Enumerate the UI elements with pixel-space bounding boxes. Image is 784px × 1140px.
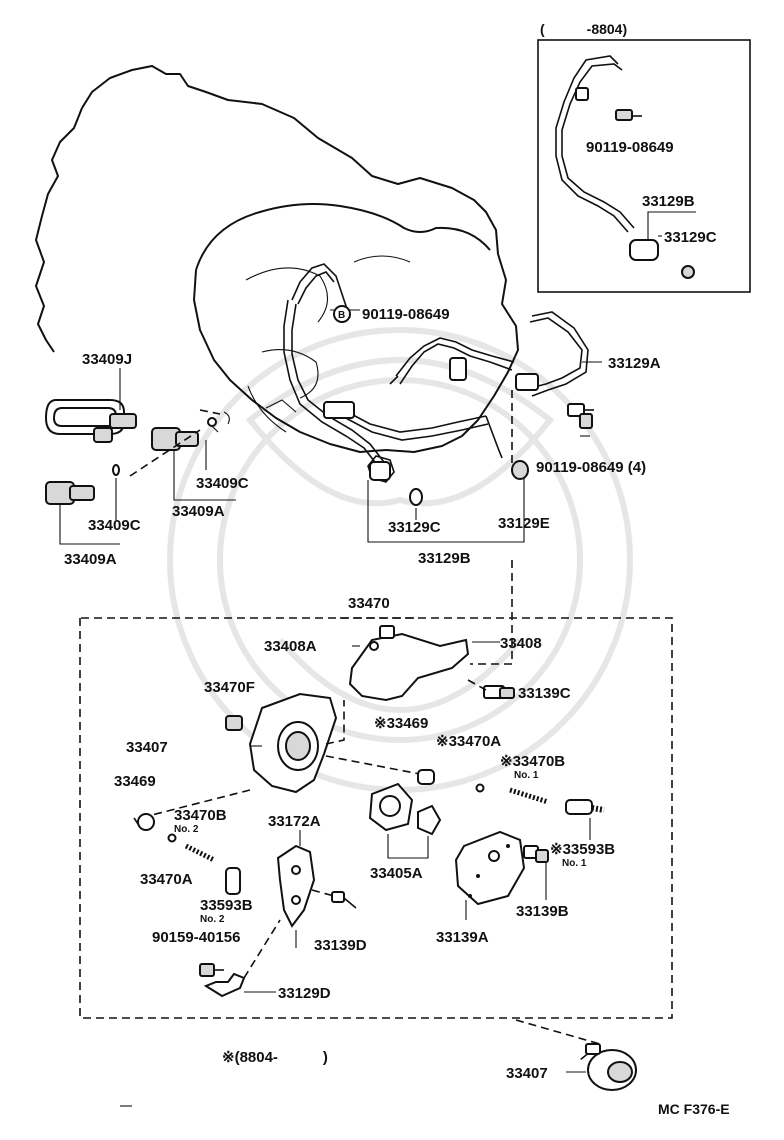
label-pump-body: 33407 — [126, 739, 168, 756]
label-bolt-c: 33139C — [518, 685, 571, 702]
cooler-tubes — [283, 263, 589, 483]
label-union-c-lower: 33409C — [88, 517, 141, 534]
part-labels: ( -8804) 90119-08649 33129B 33129C B 901… — [64, 21, 730, 1117]
label-grommet-e: 33129E — [498, 515, 550, 532]
label-range-note: ※(8804- ) — [222, 1049, 328, 1066]
label-union-a-upper: 33409A — [172, 503, 225, 520]
label-hose-j: 33409J — [82, 351, 132, 368]
label-no1-a: No. 1 — [514, 770, 539, 781]
label-seal-note: ※33469 — [374, 715, 428, 732]
b-marker-circle — [333, 305, 351, 323]
label-drive-gear: 33407 — [506, 1065, 548, 1082]
label-cooler-assy: 33470 — [348, 595, 390, 612]
label-bolt-d: 33139D — [314, 937, 367, 954]
label-no2-a: No. 2 — [174, 824, 199, 835]
label-grommet-c: 33129C — [388, 519, 441, 536]
label-plug-a: 33408A — [264, 638, 317, 655]
diagram-code: MC F376-E — [658, 1101, 730, 1117]
label-oring: 33469 — [114, 773, 156, 790]
inset-range-label: ( -8804) — [540, 21, 627, 37]
label-gear: 33405A — [370, 865, 423, 882]
pump-group-box — [79, 560, 673, 1019]
pump-parts — [120, 625, 637, 1107]
b-marker-label: B — [338, 310, 345, 321]
transaxle-case — [35, 65, 519, 453]
inset-box — [537, 39, 751, 293]
leader-lines-upper — [59, 309, 602, 545]
label-ball-note: ※33470A — [436, 733, 501, 750]
label-inset-clamp: 33129B — [642, 193, 695, 210]
label-cover-a: 33139A — [436, 929, 489, 946]
case-fittings — [409, 390, 594, 506]
label-union-c-upper: 33409C — [196, 475, 249, 492]
label-valve-no1: ※33593B — [550, 841, 615, 858]
label-bolt-4: 90119-08649 (4) — [536, 459, 646, 476]
label-ball: 33470A — [140, 871, 193, 888]
label-top-bolt: 90119-08649 — [362, 306, 450, 323]
label-no1-b: No. 1 — [562, 858, 587, 869]
label-bracket: 33172A — [268, 813, 321, 830]
label-spring-b-no2: 33470B — [174, 807, 227, 824]
label-bolt-b: 33139B — [516, 903, 569, 920]
label-tube-a: 33129A — [608, 355, 661, 372]
label-spring-b-no1: ※33470B — [500, 753, 565, 770]
label-no2-b: No. 2 — [200, 914, 225, 925]
label-clamp-b: 33129B — [418, 550, 471, 567]
label-plug-f: 33470F — [204, 679, 255, 696]
label-bolt-long: 90159-40156 — [152, 929, 240, 946]
label-inset-grommet: 33129C — [664, 229, 717, 246]
label-valve-no2: 33593B — [200, 897, 253, 914]
label-inset-bolt: 90119-08649 — [586, 139, 674, 156]
label-cover: 33408 — [500, 635, 542, 652]
label-clamp-d: 33129D — [278, 985, 331, 1002]
label-union-a-lower: 33409A — [64, 551, 117, 568]
